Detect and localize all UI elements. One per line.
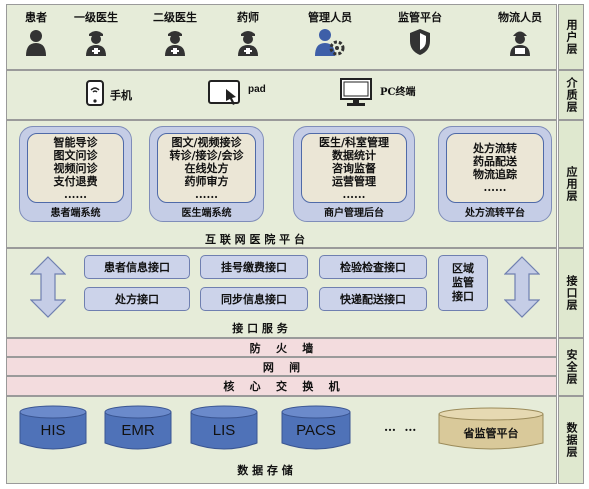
side-label-app: 应用层 — [558, 120, 584, 248]
admin-gear-icon — [315, 29, 345, 56]
user-level2-doctor: 二级医生 — [145, 9, 205, 56]
prescription-platform: 处方流转 药品配送 物流追踪 ...... 处方流转平台 — [438, 126, 552, 222]
user-regulator: 监管平台 — [390, 9, 450, 56]
database-emr-label: EMR — [121, 422, 155, 439]
side-label-medium: 介质层 — [558, 70, 584, 120]
prescription-platform-caption: 处方流转平台 — [465, 208, 525, 219]
side-label-interface: 接口层 — [558, 248, 584, 338]
interface-service-caption: 接 口 服 务 — [232, 322, 288, 335]
user-courier-label: 物流人员 — [498, 11, 542, 24]
patient-system: 智能导诊 图文问诊 视频问诊 支付退费 ...... 患者端系统 — [19, 126, 132, 222]
sync-info-interface: 同步信息接口 — [200, 287, 308, 311]
courier-icon — [510, 31, 530, 56]
database-pacs-label: PACS — [296, 422, 336, 439]
doctor-icon — [165, 31, 185, 56]
user-admin-label: 管理人员 — [308, 11, 352, 24]
shield-icon — [410, 29, 430, 55]
phone-icon — [86, 80, 104, 106]
merchant-backend-caption: 商户管理后台 — [324, 208, 384, 219]
double-arrow-left-icon — [30, 256, 66, 318]
registration-payment-interface: 挂号缴费接口 — [200, 255, 308, 279]
merchant-backend: 医生/科室管理 数据统计 咨询监督 运营管理 ...... 商户管理后台 — [293, 126, 415, 222]
gateway-bar: 网 闸 — [6, 357, 557, 376]
firewall-bar: 防 火 墙 — [6, 338, 557, 357]
provincial-platform-database — [438, 407, 544, 450]
user-pharmacist-label: 药师 — [237, 11, 259, 24]
regional-supervision-interface: 区域监管接口 — [438, 255, 488, 311]
user-level1-doctor: 一级医生 — [66, 9, 126, 56]
double-arrow-right-icon — [504, 256, 540, 318]
user-admin: 管理人员 — [300, 9, 360, 56]
media-pc-label: PC终端 — [380, 87, 416, 98]
doctor-system-features: 图文/视频接诊 转诊/接诊/会诊 在线处方 药师审方 ...... — [157, 133, 256, 203]
media-pad-label: pad — [248, 84, 266, 95]
database-emr — [104, 405, 172, 450]
doctor-icon — [86, 31, 106, 56]
media-phone-label: 手机 — [110, 89, 132, 102]
side-label-data: 数据层 — [558, 396, 584, 484]
side-label-user: 用户层 — [558, 4, 584, 70]
user-patient: 患者 — [6, 9, 66, 56]
doctor-system-caption: 医生端系统 — [181, 208, 232, 219]
user-patient-label: 患者 — [25, 11, 47, 24]
user-regulator-label: 监管平台 — [398, 11, 442, 24]
database-lis — [190, 405, 258, 450]
user-pharmacist: 药师 — [218, 9, 278, 56]
user-level1-doctor-label: 一级医生 — [74, 11, 118, 24]
side-label-security: 安全层 — [558, 338, 584, 396]
doctor-system: 图文/视频接诊 转诊/接诊/会诊 在线处方 药师审方 ...... 医生端系统 — [149, 126, 264, 222]
core-switch-bar: 核 心 交 换 机 — [6, 376, 557, 396]
database-his — [19, 405, 87, 450]
user-level2-doctor-label: 二级医生 — [153, 11, 197, 24]
merchant-backend-features: 医生/科室管理 数据统计 咨询监督 运营管理 ...... — [301, 133, 407, 203]
regional-supervision-label: 区域监管接口 — [452, 262, 474, 303]
user-courier: 物流人员 — [490, 9, 550, 56]
patient-icon — [26, 30, 46, 56]
internet-hospital-platform-title: 互 联 网 医 院 平 台 — [205, 233, 305, 246]
express-delivery-interface: 快递配送接口 — [319, 287, 427, 311]
patient-system-features: 智能导诊 图文问诊 视频问诊 支付退费 ...... — [27, 133, 124, 203]
database-pacs — [281, 405, 351, 450]
tablet-icon — [208, 80, 240, 105]
data-storage-caption: 数 据 存 储 — [237, 464, 293, 477]
patient-info-interface: 患者信息接口 — [84, 255, 190, 279]
database-his-label: HIS — [40, 422, 66, 439]
prescription-platform-features: 处方流转 药品配送 物流追踪 ...... — [446, 133, 544, 203]
provincial-platform-label: 省监管平台 — [463, 427, 519, 440]
prescription-interface: 处方接口 — [84, 287, 190, 311]
pharmacist-icon — [238, 31, 258, 56]
patient-system-caption: 患者端系统 — [50, 208, 101, 219]
more-databases-ellipsis: … … — [384, 420, 417, 434]
database-lis-label: LIS — [212, 422, 236, 439]
lab-exam-interface: 检验检查接口 — [319, 255, 427, 279]
monitor-icon — [340, 78, 372, 106]
